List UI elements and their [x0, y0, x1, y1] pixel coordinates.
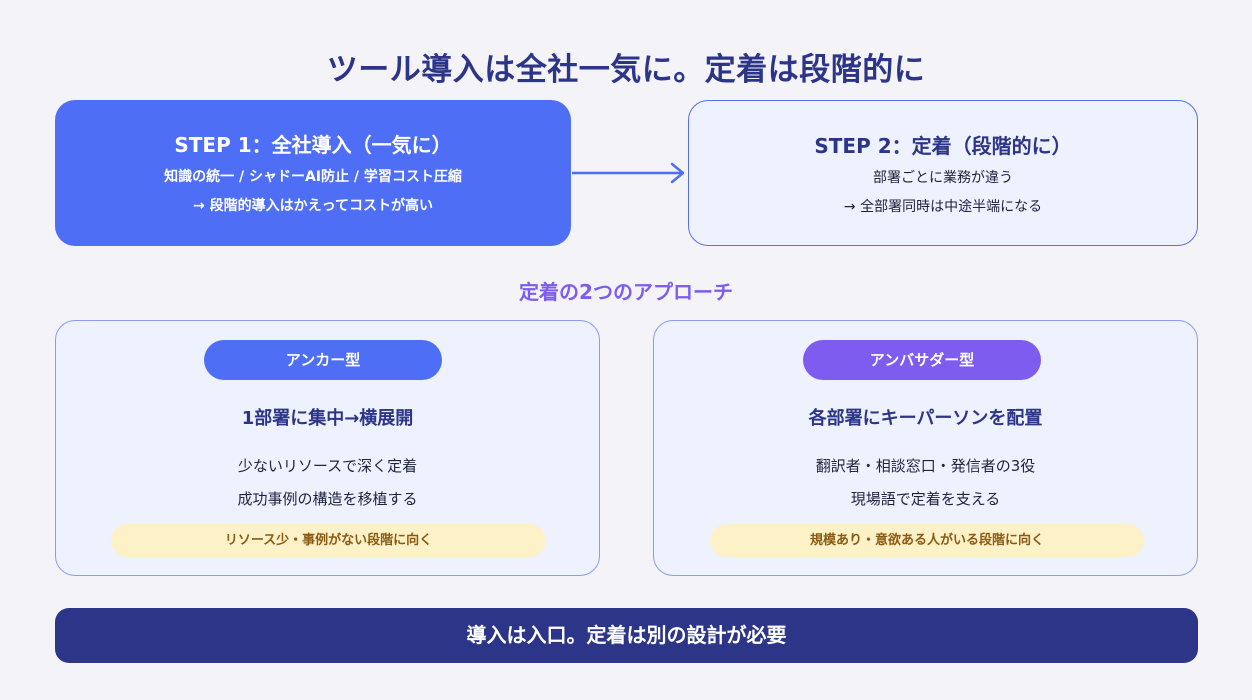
- page-title: ツール導入は全社一気に。定着は段階的に: [326, 52, 926, 88]
- ambassador-line1: 翻訳者・相談窓口・発信者の3役: [815, 457, 1036, 475]
- step2-line2: → 全部署同時は中途半端になる: [843, 199, 1043, 215]
- ambassador-approach-card: アンバサダー型 各部署にキーパーソンを配置 翻訳者・相談窓口・発信者の3役 現場…: [653, 320, 1198, 576]
- anchor-note: リソース少・事例がない段階に向く: [111, 524, 546, 557]
- anchor-heading: 1部署に集中→横展開: [241, 408, 414, 429]
- step1-box: STEP 1：全社導入（一気に） 知識の統一 / シャドーAI防止 / 学習コス…: [55, 100, 571, 246]
- anchor-line2: 成功事例の構造を移植する: [237, 490, 418, 508]
- right-arrow-icon: [572, 162, 685, 184]
- ambassador-heading: 各部署にキーパーソンを配置: [808, 408, 1043, 429]
- step2-line1: 部署ごとに業務が違う: [873, 170, 1013, 186]
- step2-title: STEP 2：定着（段階的に）: [814, 134, 1072, 158]
- anchor-line1: 少ないリソースで深く定着: [237, 457, 418, 475]
- anchor-type-label: アンカー型: [204, 340, 442, 380]
- step2-box: STEP 2：定着（段階的に） 部署ごとに業務が違う → 全部署同時は中途半端に…: [688, 100, 1198, 246]
- ambassador-note: 規模あり・意欲ある人がいる段階に向く: [710, 524, 1144, 557]
- approaches-heading: 定着の2つのアプローチ: [519, 280, 733, 304]
- ambassador-type-label: アンバサダー型: [803, 340, 1041, 380]
- footer-banner: 導入は入口。定着は別の設計が必要: [55, 608, 1198, 663]
- step1-line1: 知識の統一 / シャドーAI防止 / 学習コスト圧縮: [164, 169, 462, 185]
- ambassador-line2: 現場語で定着を支える: [850, 490, 1001, 508]
- step1-title: STEP 1：全社導入（一気に）: [174, 133, 452, 157]
- anchor-approach-card: アンカー型 1部署に集中→横展開 少ないリソースで深く定着 成功事例の構造を移植…: [55, 320, 600, 576]
- step1-line2: → 段階的導入はかえってコストが高い: [193, 198, 433, 214]
